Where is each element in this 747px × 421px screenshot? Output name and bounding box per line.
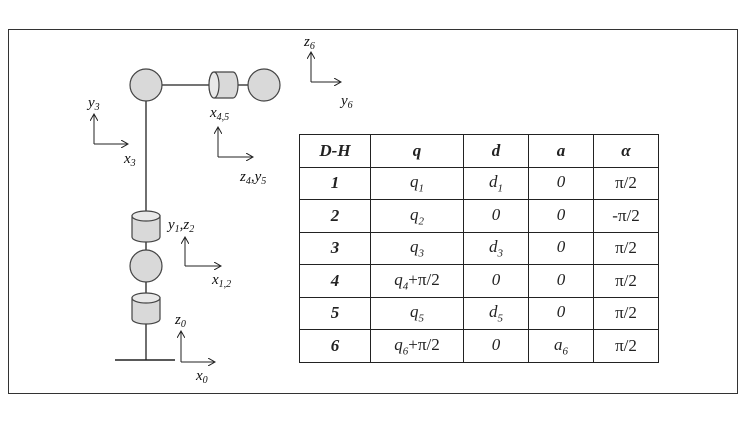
cell-a: 0 [528, 264, 594, 298]
cell-a-base: a [554, 334, 563, 354]
cell-a: a6 [528, 329, 594, 363]
joint-6-sphere [247, 68, 281, 102]
cell-d: 0 [463, 199, 529, 233]
cell-alpha: π/2 [593, 231, 659, 265]
joint-1-cylinder [131, 292, 161, 325]
header-d: d [463, 134, 529, 168]
label-x0: x0 [195, 368, 208, 386]
cell-q-sub: 1 [418, 182, 425, 195]
cell-q-sub: 3 [418, 247, 425, 260]
cell-a-sub: 6 [562, 344, 569, 357]
label-x45: x4,5 [209, 105, 229, 123]
header-a: a [528, 134, 594, 168]
cell-joint-index: 6 [299, 329, 371, 363]
joint-45-cylinder [208, 71, 239, 99]
joint-2-cylinder [131, 210, 161, 243]
cell-joint-index: 4 [299, 264, 371, 298]
header-alpha: α [593, 134, 659, 168]
cell-d-base: d [489, 237, 498, 257]
cell-alpha: π/2 [593, 296, 659, 330]
cell-d-sub: 3 [497, 247, 504, 260]
cell-q: q6+π/2 [370, 329, 464, 363]
label-y1-z2: y1,z2 [166, 217, 194, 235]
cell-joint-index: 1 [299, 166, 371, 200]
cell-q-base: q [410, 204, 419, 224]
cell-a-base: 0 [556, 204, 566, 224]
cell-q-sub: 2 [418, 214, 425, 227]
cell-d: d3 [463, 231, 529, 265]
cell-q-base: q [410, 172, 419, 192]
label-z6: z6 [303, 34, 315, 52]
joint-3-sphere [129, 68, 163, 102]
cell-q: q3 [370, 231, 464, 265]
label-z0: z0 [174, 312, 186, 330]
cell-q: q5 [370, 296, 464, 330]
cell-q-suffix: +π/2 [408, 334, 440, 354]
figure-frame [8, 29, 738, 394]
cell-a-base: 0 [556, 237, 566, 257]
header-dh: D-H [299, 134, 371, 168]
cell-d-base: d [489, 172, 498, 192]
cell-q: q2 [370, 199, 464, 233]
frame-6-axes [311, 52, 341, 82]
cell-q-suffix: +π/2 [408, 269, 440, 289]
cell-a: 0 [528, 166, 594, 200]
cell-q-sub: 4 [402, 279, 409, 292]
joint-1-sphere [129, 249, 163, 283]
cell-a: 0 [528, 231, 594, 265]
frame-3-axes [94, 114, 128, 144]
cell-d-base: 0 [491, 204, 501, 224]
cell-joint-index: 3 [299, 231, 371, 265]
cell-a-base: 0 [556, 302, 566, 322]
cell-d-base: 0 [491, 269, 501, 289]
cell-alpha: π/2 [593, 264, 659, 298]
frame-12-axes [185, 237, 221, 266]
label-x12: x1,2 [211, 272, 231, 290]
cell-d-sub: 5 [497, 312, 504, 325]
cell-q: q4+π/2 [370, 264, 464, 298]
cell-d: d1 [463, 166, 529, 200]
cell-d: 0 [463, 264, 529, 298]
header-q: q [370, 134, 464, 168]
cell-a: 0 [528, 296, 594, 330]
cell-joint-index: 5 [299, 296, 371, 330]
cell-q-base: q [394, 269, 403, 289]
cell-q-base: q [394, 334, 403, 354]
frame-45-axes [218, 127, 253, 157]
cell-alpha: π/2 [593, 166, 659, 200]
cell-d-base: d [489, 302, 498, 322]
cell-d-base: 0 [491, 334, 501, 354]
label-y3: y3 [86, 95, 100, 113]
cell-alpha: -π/2 [593, 199, 659, 233]
cell-alpha: π/2 [593, 329, 659, 363]
label-z4-y5: z4,y5 [239, 169, 266, 187]
cell-q-sub: 6 [402, 344, 409, 357]
cell-d: d5 [463, 296, 529, 330]
cell-d: 0 [463, 329, 529, 363]
cell-q-base: q [410, 302, 419, 322]
frame-0-axes [181, 331, 215, 362]
cell-joint-index: 2 [299, 199, 371, 233]
cell-a-base: 0 [556, 269, 566, 289]
cell-q: q1 [370, 166, 464, 200]
cell-q-base: q [410, 237, 419, 257]
cell-a-base: 0 [556, 172, 566, 192]
cell-a: 0 [528, 199, 594, 233]
table-header-row: D-H q d a α [299, 134, 659, 168]
cell-q-sub: 5 [418, 312, 425, 325]
cell-d-sub: 1 [497, 182, 504, 195]
label-x3: x3 [123, 151, 136, 169]
label-y6: y6 [339, 93, 353, 111]
